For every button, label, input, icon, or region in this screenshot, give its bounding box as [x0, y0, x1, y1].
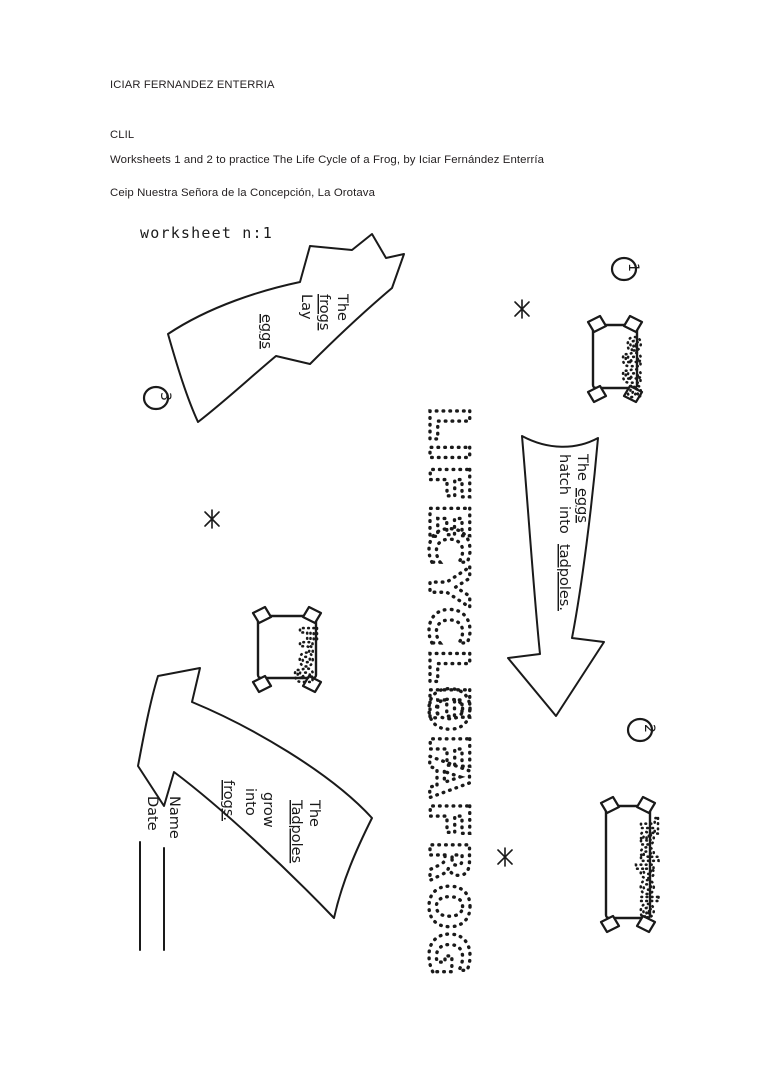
- date-field-label: Date: [144, 796, 160, 831]
- step-2-word-2: Tadpoles: [288, 799, 304, 863]
- intro-school-line: Ceip Nuestra Señora de la Concepción, La…: [110, 187, 376, 199]
- step-1-word-2: eggs: [574, 488, 590, 523]
- name-field[interactable]: Name: [163, 796, 182, 951]
- star-mark-bottom: [497, 847, 513, 867]
- step-1-number: 1: [625, 263, 641, 272]
- step-3-word-4: eggs: [258, 314, 274, 349]
- worksheet-label: worksheet n:1: [140, 224, 273, 242]
- star-mark-top: [514, 299, 530, 319]
- step-2-arrow: [137, 667, 373, 919]
- worksheet-image: worksheet n:1 LIFE CYCLE OF A FROG The f…: [0, 206, 768, 986]
- traceable-title-word-cycle: CYCLE: [417, 526, 480, 724]
- step-3-word-2: frogs: [316, 294, 332, 330]
- document-header: ICIAR FERNANDEZ ENTERRIA CLIL: [110, 44, 275, 160]
- stage-card-tadpole: Tadpole: [599, 795, 662, 934]
- step-3-number: 3: [157, 392, 173, 401]
- stage-card-frog-label: Frog: [294, 626, 320, 684]
- stage-card-tadpole-label: Tadpole: [635, 818, 661, 918]
- traceable-title-word-a: A: [417, 756, 480, 800]
- step-3-word-3: Lay: [298, 294, 314, 320]
- stage-card-eggs-label: eggs: [622, 336, 648, 398]
- step-2-number-badge: 2: [626, 717, 657, 743]
- step-1-arrow: [507, 435, 605, 717]
- step-1-word-5: tadpoles.: [556, 544, 572, 611]
- date-field[interactable]: Date: [139, 796, 160, 951]
- header-author-line: ICIAR FERNANDEZ ENTERRIA: [110, 79, 275, 91]
- step-2-word-5: frogs.: [220, 780, 236, 821]
- step-3-arrow: [167, 233, 405, 423]
- traceable-title-word-frog: FROG: [417, 801, 480, 978]
- header-programme-line: CLIL: [110, 128, 135, 141]
- step-2-number: 2: [641, 724, 657, 733]
- step-2-word-1: The: [306, 799, 322, 827]
- traceable-title-word-life: LIFE: [417, 406, 480, 542]
- step-2-word-4: into: [242, 788, 258, 816]
- step-3-sentence: The frogs Lay eggs: [258, 293, 350, 349]
- step-2-sentence: The Tadpoles grow into frogs.: [220, 780, 322, 863]
- stage-card-frog: Frog: [251, 605, 323, 694]
- step-1-word-1: The: [574, 453, 590, 481]
- name-field-label: Name: [166, 796, 182, 839]
- step-1-word-4: into: [556, 506, 572, 534]
- document-intro: Worksheets 1 and 2 to practice The Life …: [110, 144, 544, 210]
- step-1-number-badge: 1: [610, 256, 641, 282]
- step-2-word-3: grow: [260, 792, 276, 828]
- step-1-sentence: The eggs hatch into tadpoles.: [556, 453, 590, 611]
- star-mark-middle: [204, 509, 220, 529]
- intro-worksheets-line: Worksheets 1 and 2 to practice The Life …: [110, 154, 545, 166]
- traceable-title: LIFE CYCLE OF A FROG: [415, 404, 481, 979]
- traceable-title-word-of: OF: [417, 686, 480, 773]
- step-3-word-1: The: [334, 293, 350, 321]
- stage-card-eggs: eggs: [586, 314, 649, 404]
- step-3-number-badge: 3: [142, 385, 173, 411]
- step-1-word-3: hatch: [556, 454, 572, 495]
